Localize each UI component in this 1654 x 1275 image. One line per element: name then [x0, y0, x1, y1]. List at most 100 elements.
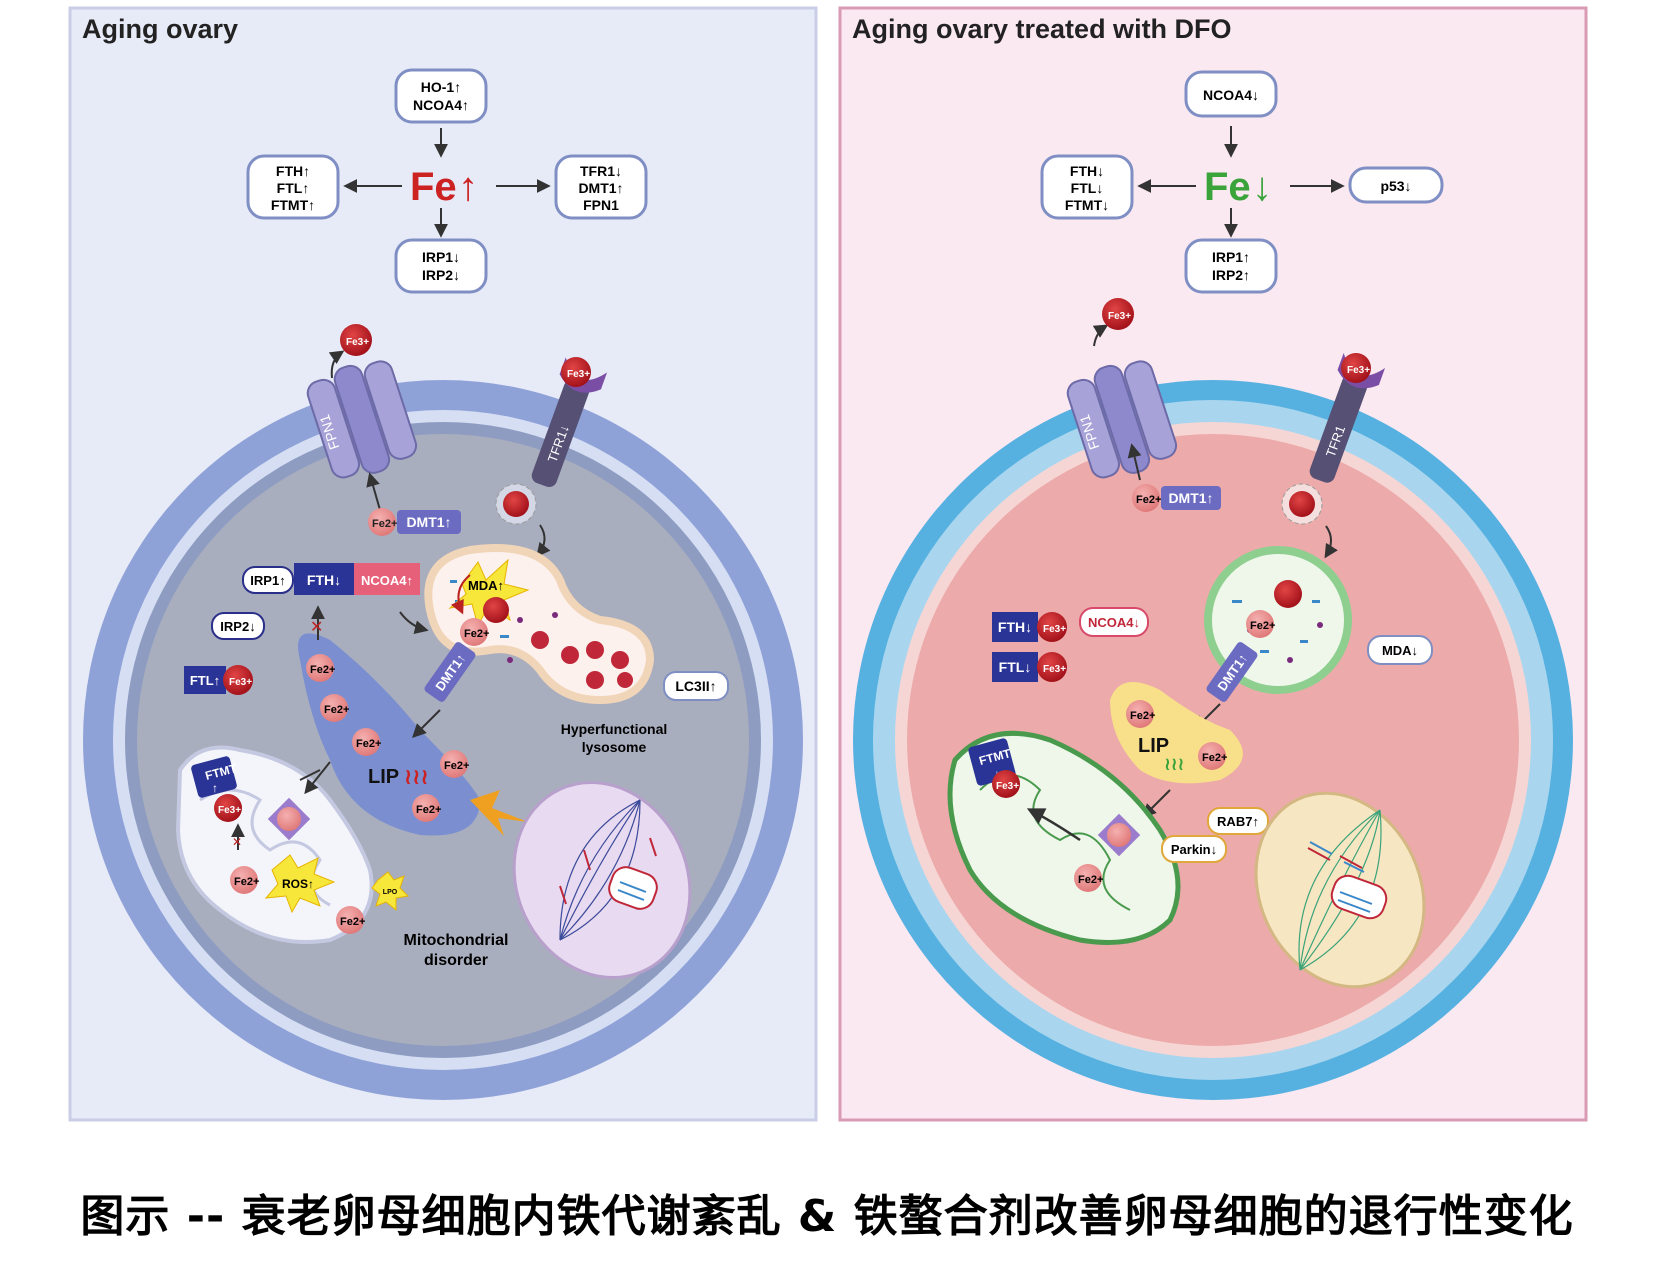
left-blocked-x-icon: ✕ — [310, 619, 323, 636]
left-ftmt-arrow: ↑ — [212, 781, 218, 795]
right-fth-block — [992, 612, 1038, 642]
right-lyso-fe2-label: Fe2+ — [1250, 620, 1275, 632]
right-mito-fe2 — [1074, 864, 1102, 892]
right-fe3-receptor — [1341, 353, 1371, 383]
left-ros-burst — [264, 854, 336, 914]
right-dmt1-membrane — [1161, 486, 1221, 510]
svg-text:Fe2+: Fe2+ — [444, 760, 469, 772]
svg-text:Fe2+: Fe2+ — [310, 664, 335, 676]
left-ftl-fe3-label: Fe3+ — [229, 677, 252, 688]
left-lc3-label: LC3II↑ — [675, 678, 716, 694]
right-fe-label: Fe — [1204, 165, 1251, 209]
right-node-left-line1: FTH↓ — [1070, 163, 1104, 179]
svg-text:Fe2+: Fe2+ — [324, 704, 349, 716]
right-ncoa4-badge — [1079, 607, 1149, 637]
right-node-left — [1040, 154, 1134, 220]
left-node-bottom-line2: IRP2↓ — [422, 267, 460, 283]
left-ros-label: ROS↑ — [282, 877, 314, 891]
right-node-top — [1184, 70, 1278, 118]
right-rab7-badge — [1207, 807, 1269, 835]
left-lip-label: LIP — [368, 766, 399, 788]
left-mito-fe2-a — [230, 866, 258, 894]
left-node-left — [246, 154, 340, 220]
right-node-right-line1: p53↓ — [1380, 178, 1411, 194]
left-fe2-membrane-label: Fe2+ — [372, 518, 397, 530]
right-fe2-membrane — [1132, 484, 1160, 512]
left-fe-up-arrow: ↑ — [458, 165, 478, 209]
left-irp2-label: IRP2↓ — [220, 619, 255, 634]
svg-text:Fe2+: Fe2+ — [416, 804, 441, 816]
left-ftl-block — [184, 666, 226, 694]
left-lip-fe2-group: Fe2+ Fe2+ Fe2+ Fe2+ Fe2+ — [306, 654, 469, 822]
left-mito-transporter-fe2 — [277, 807, 301, 831]
left-fe3-receptor — [561, 357, 591, 387]
right-parkin-badge — [1161, 835, 1227, 863]
right-dmt1-membrane-label: DMT1↑ — [1168, 490, 1213, 506]
left-mito-label-line2: disorder — [424, 952, 488, 969]
right-lyso-fe3 — [1274, 580, 1302, 608]
left-fe3-exported — [340, 324, 372, 356]
right-fe3-exported-label: Fe3+ — [1108, 311, 1131, 322]
left-node-left-line1: FTH↑ — [276, 163, 310, 179]
left-node-right — [554, 154, 648, 220]
right-fth-fe3 — [1037, 612, 1067, 642]
left-lip-pool — [298, 633, 480, 836]
right-fe-down-arrow: ↓ — [1252, 165, 1272, 209]
left-irp2-badge — [211, 612, 265, 640]
left-mito-blocked-x-icon: ✕ — [232, 835, 242, 849]
right-nucleus — [1254, 791, 1426, 989]
left-irp1-badge — [242, 566, 294, 594]
right-node-bottom — [1184, 238, 1278, 294]
right-fpn1-transporter: FPN1 — [1066, 360, 1178, 479]
left-lyso-label-line2: lysosome — [582, 739, 647, 755]
right-lip-fe2-b-label: Fe2+ — [1202, 752, 1227, 764]
left-node-top-line1: HO-1↑ — [421, 79, 461, 95]
left-node-left-line2: FTL↑ — [277, 180, 310, 196]
right-panel: Aging ovary treated with DFO Fe ↓ NCOA4↓… — [838, 6, 1588, 1122]
right-lip-fe2-b — [1198, 742, 1226, 770]
right-ftl-fe3 — [1037, 652, 1067, 682]
left-node-right-line3: FPN1 — [583, 197, 619, 213]
left-ncoa4-block — [354, 563, 420, 595]
right-node-left-line2: FTL↓ — [1071, 180, 1104, 196]
right-lip-fe2-a-label: Fe2+ — [1130, 710, 1155, 722]
left-title: Aging ovary — [82, 14, 238, 44]
left-dmt1-membrane-label: DMT1↑ — [406, 514, 451, 530]
left-mito-fe2-a-label: Fe2+ — [234, 876, 259, 888]
right-ftl-fe3-label: Fe3+ — [1043, 664, 1066, 675]
right-ftmt-fe3 — [992, 770, 1020, 798]
left-fe2-membrane — [368, 508, 396, 536]
left-fth-block — [294, 563, 354, 595]
left-fe3-exported-label: Fe3+ — [346, 337, 369, 348]
right-node-top-line1: NCOA4↓ — [1203, 87, 1259, 103]
left-lyso-dmt1: DMT1↑ — [424, 642, 476, 702]
svg-text:Fe2+: Fe2+ — [356, 738, 381, 750]
left-nucleus — [512, 781, 692, 979]
left-ftmt-fe3-label: Fe3+ — [218, 805, 241, 816]
right-lip-label: LIP — [1138, 735, 1169, 757]
left-irp1-label: IRP1↑ — [250, 573, 285, 588]
left-ncoa4-label: NCOA4↑ — [361, 573, 413, 588]
right-mito-fe2-label: Fe2+ — [1078, 874, 1103, 886]
right-ncoa4-label: NCOA4↓ — [1088, 615, 1140, 630]
left-node-bottom-line1: IRP1↓ — [422, 249, 460, 265]
right-fe2-membrane-label: Fe2+ — [1136, 494, 1161, 506]
left-node-top-line2: NCOA4↑ — [413, 97, 469, 113]
left-lysosome-particles — [531, 631, 633, 689]
left-mito-fe2-b-label: Fe2+ — [340, 916, 365, 928]
right-node-left-line3: FTMT↓ — [1065, 197, 1109, 213]
right-ftl-block — [992, 652, 1038, 682]
left-lyso-label-line1: Hyperfunctional — [561, 721, 668, 737]
left-cell — [83, 380, 803, 1100]
left-lyso-fe3 — [483, 597, 509, 623]
right-mito-transporter-fe2 — [1107, 823, 1131, 847]
right-fth-label: FTH↓ — [998, 619, 1032, 635]
right-mda-badge — [1367, 635, 1433, 665]
right-lip-wave-icon: ≀≀≀ — [1164, 754, 1184, 774]
left-fe-hub: Fe ↑ — [410, 165, 478, 209]
right-node-right — [1348, 166, 1444, 204]
left-ftl-label: FTL↑ — [190, 673, 220, 688]
left-lc3-badge — [663, 671, 729, 701]
left-ftmt-block — [191, 756, 237, 798]
